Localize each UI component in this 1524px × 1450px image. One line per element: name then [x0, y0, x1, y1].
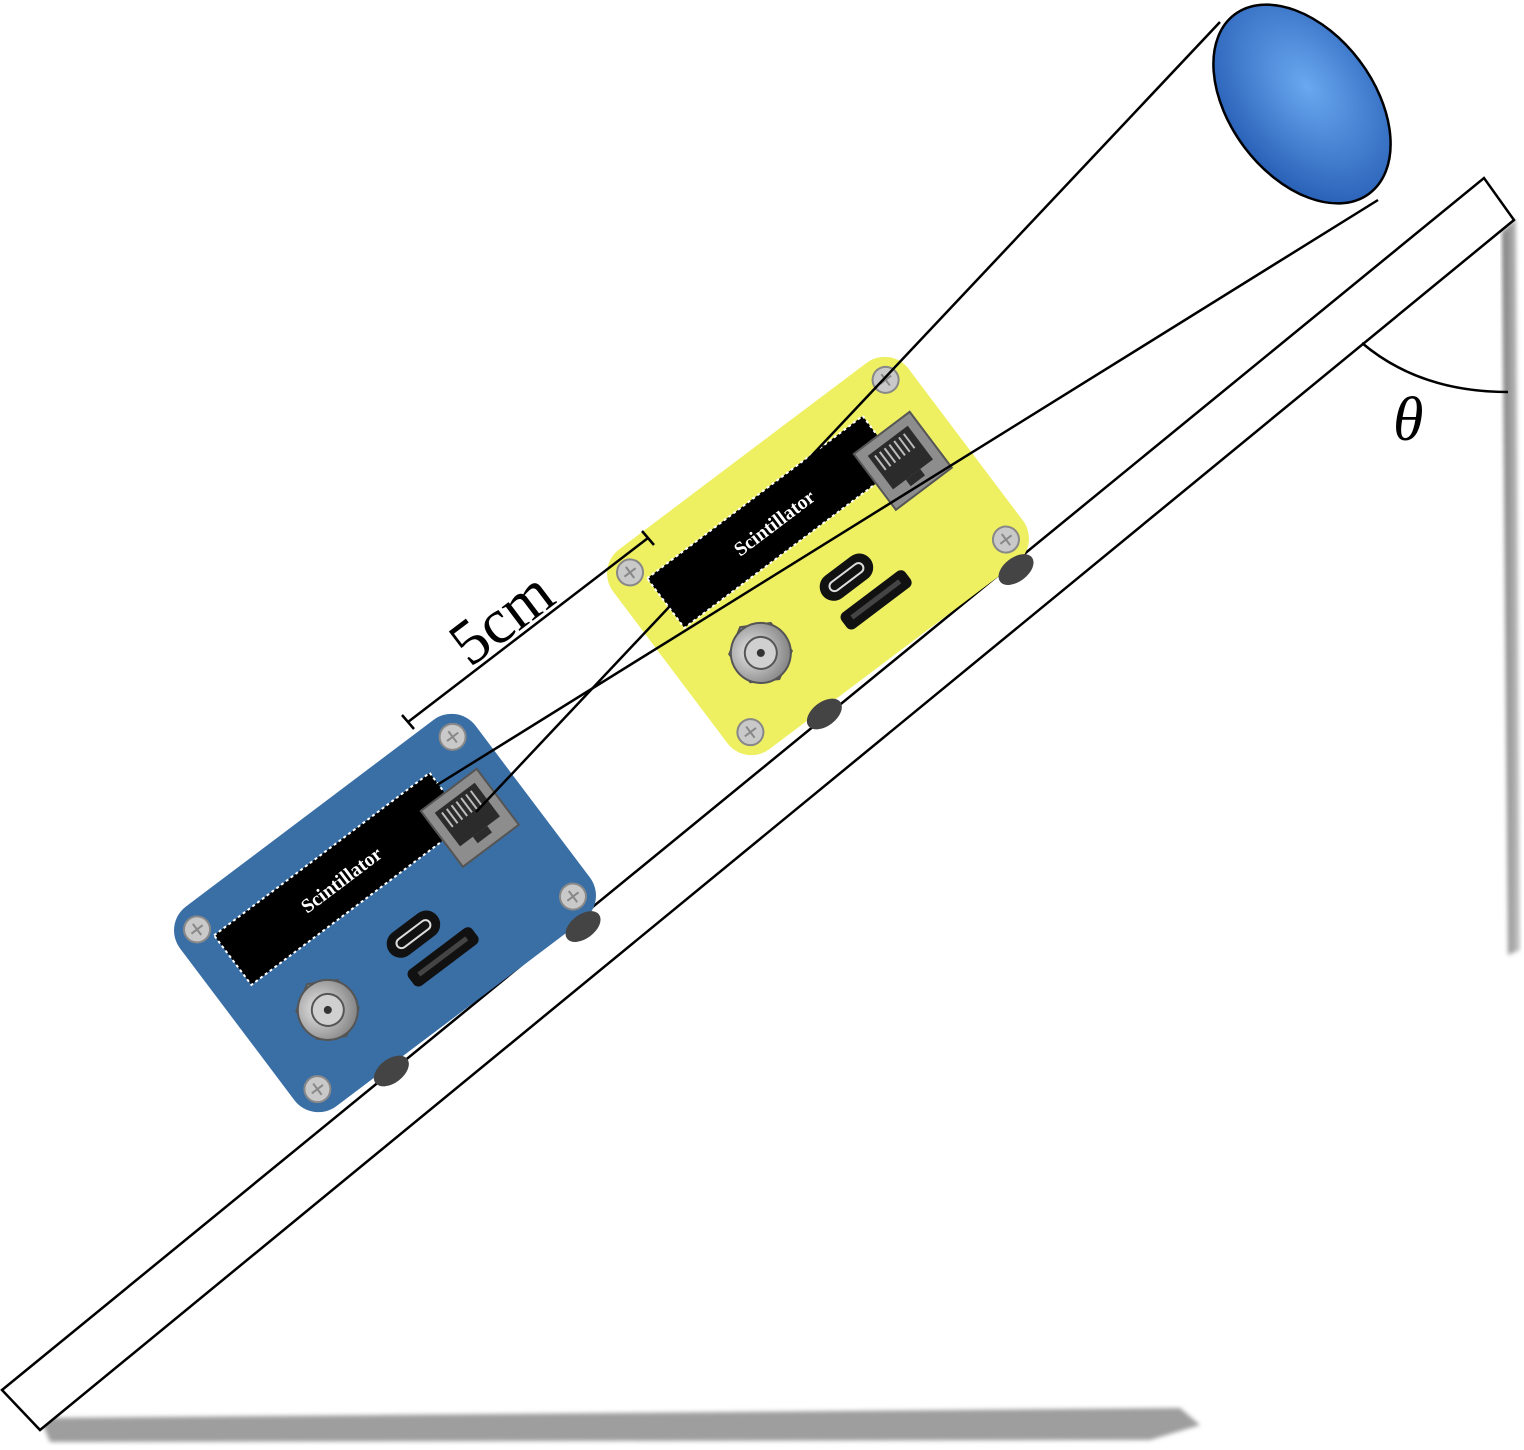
acceptance-cone: [399, 21, 1379, 813]
foot: [806, 698, 842, 730]
foot: [998, 554, 1034, 585]
sd-card-slot-icon: [407, 927, 479, 987]
screw-icon: [616, 558, 645, 587]
inclined-plank: [0, 176, 1516, 1432]
foot: [565, 911, 601, 942]
angle-label: θ: [1393, 386, 1423, 454]
distance-scale-bar: [401, 530, 655, 730]
screw-icon: [558, 882, 587, 911]
cone-edge-upper: [475, 21, 1221, 813]
cone-cap: [1212, 3, 1392, 205]
distance-label: 5cm: [436, 556, 567, 679]
usb-c-port-icon: [819, 553, 874, 601]
foot: [373, 1055, 409, 1087]
bnc-connector-icon: [728, 621, 793, 684]
top-detector-board: Scintillator: [607, 356, 1034, 756]
floor-shadow: [40, 1408, 1200, 1442]
screw-icon: [736, 718, 765, 747]
sd-card-slot-icon: [840, 570, 912, 630]
screw-icon: [183, 915, 212, 944]
angle-marker: θ: [1361, 342, 1509, 454]
bottom-detector-board: Scintillator: [174, 713, 601, 1113]
cone-edge-lower: [399, 198, 1379, 810]
usb-c-port-icon: [386, 910, 441, 958]
rj45-port-icon: [852, 410, 954, 512]
wall-shadow: [1502, 218, 1520, 955]
bnc-connector-icon: [295, 978, 360, 1041]
screw-icon: [991, 525, 1020, 554]
screw-icon: [438, 722, 467, 751]
screw-icon: [303, 1075, 332, 1104]
